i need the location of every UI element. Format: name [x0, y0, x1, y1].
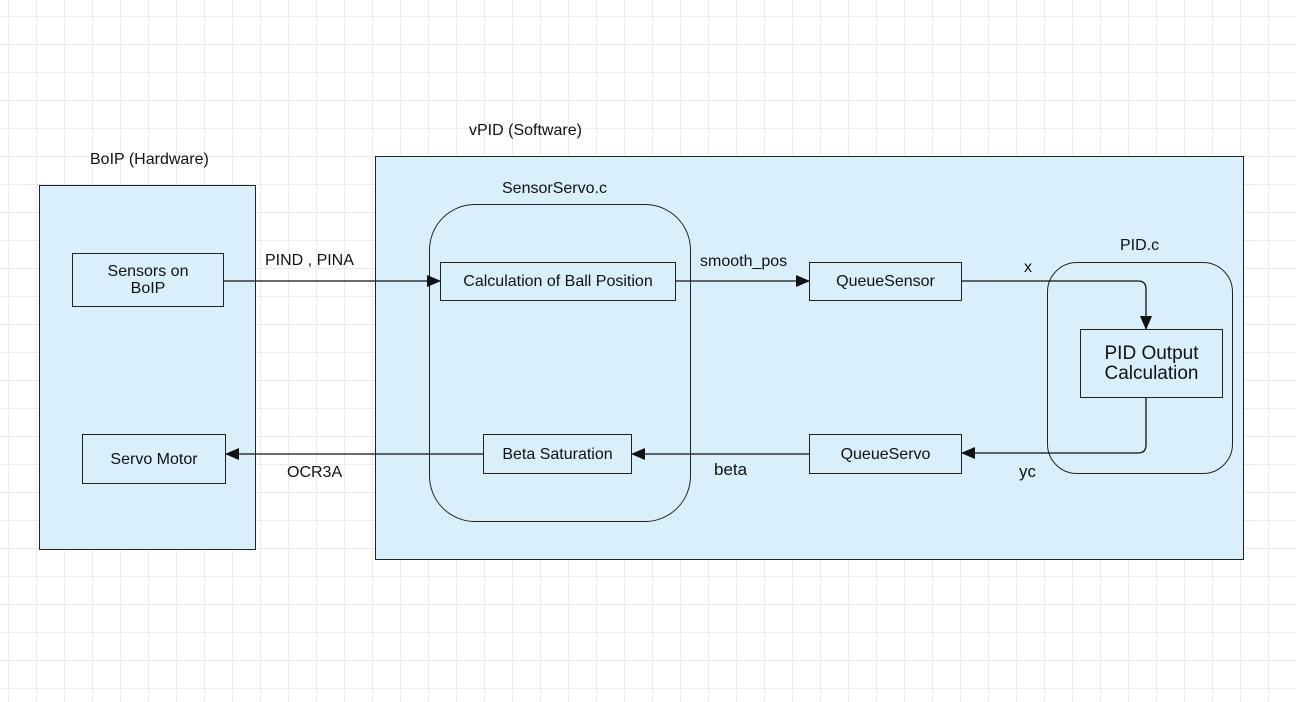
sensors-on-boip-node[interactable]: Sensors on BoIP: [72, 253, 224, 307]
edge-label-beta: beta: [714, 460, 748, 479]
edge-label-ocr3a: OCR3A: [287, 464, 343, 481]
ball-position-label: Calculation of Ball Position: [463, 273, 653, 290]
queue-sensor-label: QueueSensor: [836, 273, 935, 290]
software-group-label: vPID (Software): [469, 122, 582, 139]
edge-pid-to-queue-servo: [961, 398, 1147, 459]
hardware-group: [39, 185, 256, 550]
servo-motor-node[interactable]: Servo Motor: [82, 434, 226, 484]
servo-motor-label: Servo Motor: [110, 450, 198, 468]
edge-label-smooth-pos: smooth_pos: [700, 253, 788, 270]
queue-servo-label: QueueServo: [840, 445, 931, 463]
edge-label-x: x: [1024, 259, 1032, 276]
queue-sensor-node[interactable]: QueueSensor: [809, 262, 962, 301]
sensorservo-module: [429, 204, 691, 522]
sensors-node-line2: BoIP: [130, 280, 166, 297]
edge-label-yc: yc: [1019, 462, 1036, 481]
pid-output-line1: PID Output: [1104, 342, 1199, 364]
beta-saturation-label: Beta Saturation: [502, 445, 613, 463]
pid-module: [1047, 262, 1233, 474]
beta-saturation-node[interactable]: Beta Saturation: [483, 434, 632, 474]
ball-position-node[interactable]: Calculation of Ball Position: [440, 262, 676, 301]
sensors-node-line1: Sensors on: [107, 263, 189, 280]
pid-output-line2: Calculation: [1104, 362, 1199, 384]
queue-servo-node[interactable]: QueueServo: [809, 434, 962, 474]
edge-queue-sensor-to-pid: [962, 280, 1152, 330]
pid-output-node[interactable]: PID Output Calculation: [1080, 329, 1223, 398]
pid-module-label: PID.c: [1120, 237, 1160, 254]
hardware-group-label: BoIP (Hardware): [90, 151, 209, 168]
edge-label-pind-pina: PIND , PINA: [265, 252, 354, 269]
sensorservo-module-label: SensorServo.c: [502, 180, 607, 197]
